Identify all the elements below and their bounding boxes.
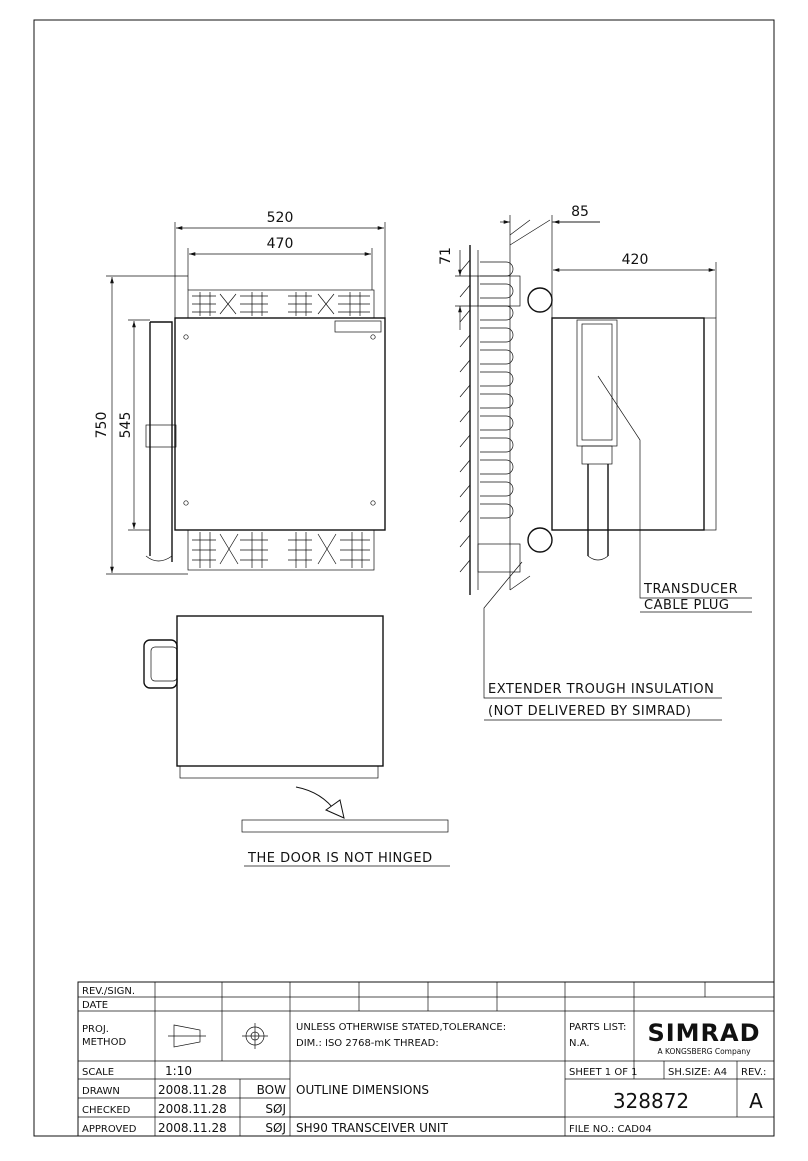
note-extender-line2: (NOT DELIVERED BY SIMRAD) [488, 704, 691, 719]
side-door-edge [703, 317, 717, 531]
tb-title-line2: SH90 TRANSCEIVER UNIT [296, 1121, 448, 1135]
insulation-trough [480, 261, 514, 519]
tb-tolerance-line1: UNLESS OTHERWISE STATED,TOLERANCE: [296, 1022, 506, 1033]
dim-side-body-depth: 420 [622, 252, 649, 268]
tb-proj-line1: PROJ. [82, 1024, 109, 1035]
front-view [145, 289, 386, 571]
note-extender-line1: EXTENDER TROUGH INSULATION [488, 682, 714, 697]
bottom-cable-area [187, 529, 375, 571]
tb-tolerance-line2: DIM.: ISO 2768-mK THREAD: [296, 1038, 439, 1049]
top-view: THE DOOR IS NOT HINGED [143, 615, 450, 867]
tb-scale-label: SCALE [82, 1067, 114, 1078]
removed-door [241, 819, 449, 833]
dim-front-height-inner: 545 [118, 412, 134, 439]
front-cabinet [174, 317, 386, 531]
front-screw [183, 334, 189, 340]
tb-checked-date: 2008.11.28 [158, 1102, 227, 1116]
extender-leader [483, 561, 722, 699]
note-door: THE DOOR IS NOT HINGED [247, 851, 433, 866]
bottom-cable-glands [192, 532, 370, 568]
note-transducer-line2: CABLE PLUG [644, 598, 730, 613]
dim-side-bracket-depth: 85 [571, 204, 589, 220]
transducer-leader [597, 375, 752, 599]
dim-front-width-inner: 470 [267, 236, 294, 252]
simrad-logo: SIMRAD [647, 1019, 760, 1047]
tb-drawn-sign: BOW [257, 1083, 286, 1097]
bottom-bracket-ring [527, 527, 553, 553]
tb-parts-list-label: PARTS LIST: [569, 1022, 626, 1033]
dim-front-width-outer: 520 [267, 210, 294, 226]
top-cable-glands [192, 292, 370, 316]
kongsberg-subtitle: A KONGSBERG Company [657, 1047, 751, 1056]
side-cable [587, 464, 609, 556]
tb-checked-sign: SØJ [265, 1102, 286, 1116]
tb-sheet-info: SHEET 1 OF 1 [569, 1067, 638, 1078]
wall-hatch [459, 259, 471, 573]
top-bracket [477, 275, 521, 307]
tb-title-line1: OUTLINE DIMENSIONS [296, 1083, 429, 1097]
side-cabinet [551, 317, 705, 531]
tb-file-no: FILE NO.: CAD04 [569, 1124, 652, 1135]
tb-approved-sign: SØJ [265, 1121, 286, 1135]
front-side-cable [149, 321, 173, 562]
projection-circle-icon [242, 1023, 268, 1049]
tb-revision: A [749, 1089, 763, 1113]
side-view [459, 219, 752, 721]
tb-checked-label: CHECKED [82, 1105, 131, 1116]
tb-parts-list-value: N.A. [569, 1038, 590, 1049]
front-cable-clamp [145, 424, 177, 448]
tb-rev-sign-label: REV./SIGN. [82, 986, 135, 997]
note-transducer-line1: TRANSDUCER [643, 582, 738, 597]
cable-plug-clamp [581, 445, 613, 465]
side-dimensions: 85 71 420 [438, 204, 717, 330]
tb-rev-label: REV.: [741, 1067, 766, 1078]
tb-drawn-date: 2008.11.28 [158, 1083, 227, 1097]
tb-approved-label: APPROVED [82, 1124, 137, 1135]
tb-proj-line2: METHOD [82, 1037, 126, 1048]
title-block: REV./SIGN. DATE PROJ. METHOD UNLESS OTHE… [77, 981, 775, 1137]
tb-drawn-label: DRAWN [82, 1086, 120, 1097]
projection-cone-icon [168, 1024, 206, 1048]
tb-date-label: DATE [82, 1000, 108, 1011]
top-bracket-ring [527, 287, 553, 313]
top-view-door [179, 765, 379, 779]
front-dimensions: 520 470 750 545 [94, 210, 386, 575]
tb-scale-value: 1:10 [165, 1064, 192, 1078]
top-view-cabinet [176, 615, 384, 767]
front-screw [183, 500, 189, 506]
dim-side-bracket-height: 71 [438, 247, 454, 265]
sheet-border [33, 19, 775, 1137]
tb-sheet-size: SH.SIZE: A4 [668, 1067, 727, 1078]
front-screw [370, 500, 376, 506]
bottom-bracket [477, 543, 521, 573]
tb-approved-date: 2008.11.28 [158, 1121, 227, 1135]
front-label-plate [334, 320, 382, 333]
cable-plug-housing [576, 319, 618, 447]
tb-drawing-number: 328872 [613, 1089, 689, 1113]
front-screw [370, 334, 376, 340]
dim-front-height-outer: 750 [94, 412, 110, 439]
